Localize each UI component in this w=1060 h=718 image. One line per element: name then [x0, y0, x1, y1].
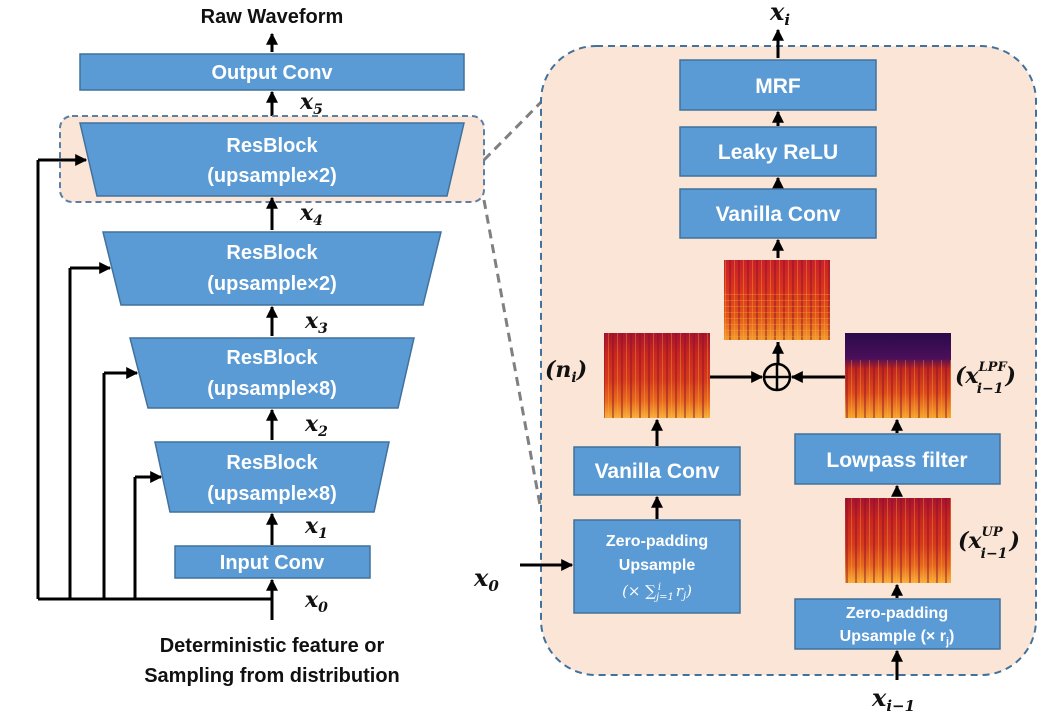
zero-padding-left-box: [573, 519, 741, 614]
resblock-box-2: [102, 231, 442, 306]
resblock-1-title: ResBlock: [226, 135, 318, 157]
resblock-2-sub: (upsample×2): [207, 273, 336, 295]
generator-stack: Raw Waveform Output Conv x5 ResBlock (up…: [36, 6, 485, 687]
output-conv-box: [79, 53, 465, 91]
mrf-label: MRF: [755, 75, 801, 98]
leaky-relu-label: Leaky ReLU: [718, 141, 838, 164]
xi-output-label: xi: [769, 0, 790, 29]
resblock-box-4: [154, 441, 390, 513]
x1-label: x1: [304, 513, 328, 542]
zp-left-line2: Upsample: [619, 557, 696, 574]
n-i-label: (ni): [545, 357, 587, 386]
zero-padding-right-box: [794, 598, 1001, 650]
zp-left-line3: (× ∑j=1i rj): [622, 582, 692, 603]
vanilla-conv-top-label: Vanilla Conv: [716, 203, 841, 226]
vanilla-conv-left-label: Vanilla Conv: [595, 460, 720, 483]
input-conv-label: Input Conv: [220, 552, 325, 574]
output-conv-label: Output Conv: [211, 62, 333, 84]
leaky-relu-box: [679, 126, 877, 177]
resblock-4-sub: (upsample×8): [207, 483, 336, 505]
resblock-2-title: ResBlock: [226, 242, 318, 264]
resblock-3-title: ResBlock: [226, 347, 318, 369]
noise-spectrogram: [604, 333, 710, 418]
x3-label: x3: [304, 308, 328, 337]
zoom-line-bottom: [482, 199, 542, 506]
x0-detail-label: x0: [473, 563, 499, 595]
resblock-1-sub: (upsample×2): [207, 165, 336, 187]
resblock-box-3: [129, 337, 415, 409]
vanilla-conv-left-box: [573, 446, 741, 496]
zp-right-line2: Upsample (× rj): [840, 628, 955, 648]
zp-left-line1: Zero-padding: [606, 533, 708, 550]
x-i-minus-1-label: xi−1: [871, 683, 915, 715]
x0-label: x0: [304, 587, 328, 616]
sum-spectrogram: [724, 260, 830, 340]
resblock-3-sub: (upsample×8): [207, 378, 336, 400]
input-caption-line2: Sampling from distribution: [144, 665, 400, 687]
mrf-box: [679, 59, 877, 111]
zoom-line-top: [482, 86, 557, 162]
raw-waveform-label: Raw Waveform: [201, 6, 344, 28]
x4-label: x4: [299, 200, 323, 229]
input-caption-line1: Deterministic feature or: [160, 635, 385, 657]
input-conv-box: [174, 545, 371, 579]
vanilla-conv-top-box: [679, 188, 877, 239]
resblock-detail-panel: xi MRF Leaky ReLU Vanilla Conv (ni): [473, 0, 1037, 715]
x2-label: x2: [304, 411, 328, 440]
lowpass-filter-box: [794, 433, 1001, 485]
lowpass-filter-label: Lowpass filter: [826, 449, 967, 472]
skip-connections: [36, 154, 272, 601]
resblock-box-1: [79, 122, 465, 197]
x5-label: x5: [299, 89, 323, 118]
lpf-spectrogram: [845, 333, 951, 418]
zp-right-line1: Zero-padding: [846, 605, 948, 622]
upsampled-spectrogram: [845, 498, 951, 583]
resblock-4-title: ResBlock: [226, 452, 318, 474]
